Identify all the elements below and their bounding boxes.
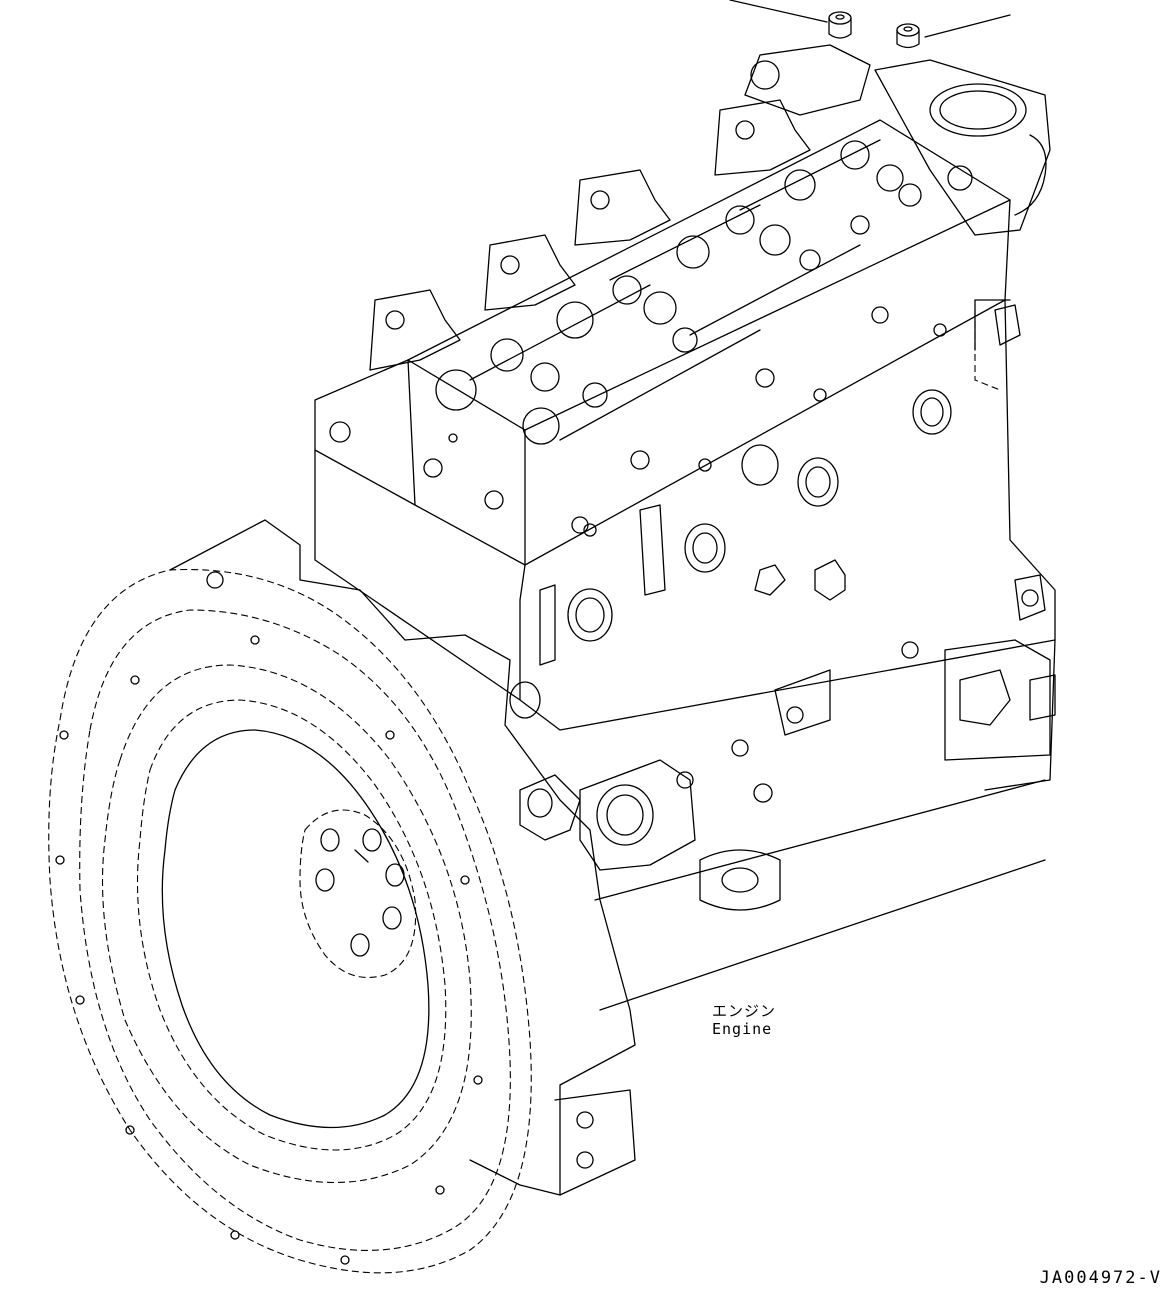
- drawing-number: JA004972-V: [1039, 1268, 1162, 1288]
- cap-left: [828, 11, 852, 39]
- engine-label-japanese: エンジン: [712, 1002, 777, 1020]
- cylinder-head: [314, 119, 1011, 601]
- end-fittings: [994, 304, 1056, 721]
- flywheel: [102, 664, 472, 1184]
- leader-lines: [729, 0, 1011, 38]
- cap-right: [896, 23, 920, 49]
- thermostat-housing: [874, 59, 1051, 236]
- cylinder-block: [314, 299, 1056, 1011]
- manifold-ports: [369, 44, 871, 371]
- engine-label-english: Engine: [712, 1020, 773, 1038]
- front-plate: [169, 519, 696, 1196]
- flywheel-housing: [48, 568, 532, 1274]
